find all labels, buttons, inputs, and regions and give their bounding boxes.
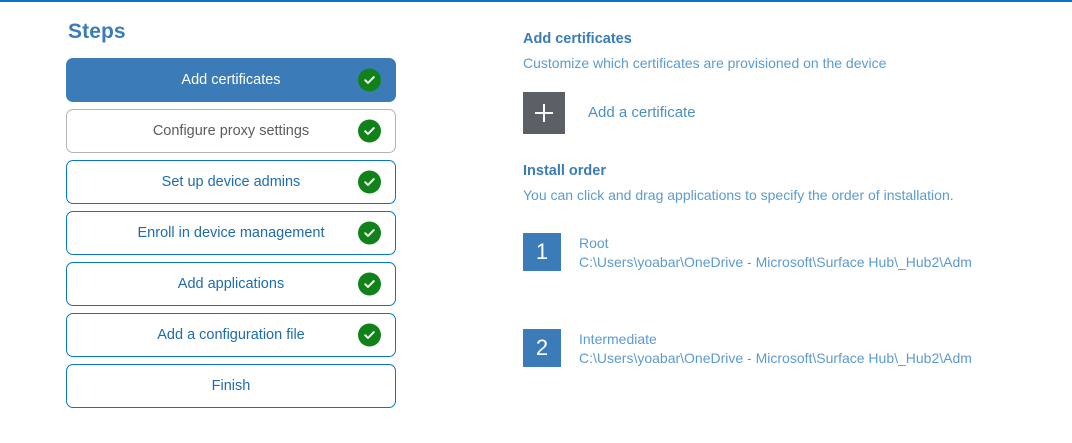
detail-subheading: Customize which certificates are provisi… bbox=[523, 55, 887, 71]
install-order-number: 2 bbox=[523, 329, 561, 367]
step-item-add-a-configuration-file[interactable]: Add a configuration file bbox=[66, 313, 396, 357]
step-item-configure-proxy-settings[interactable]: Configure proxy settings bbox=[66, 109, 396, 153]
add-certificate-row: Add a certificate bbox=[523, 92, 1053, 134]
check-icon bbox=[358, 272, 381, 296]
check-icon bbox=[358, 68, 381, 92]
install-order-subheading: You can click and drag applications to s… bbox=[523, 187, 954, 203]
install-order-path: C:\Users\yoabar\OneDrive - Microsoft\Sur… bbox=[579, 254, 972, 270]
step-item-label: Add certificates bbox=[181, 72, 281, 88]
add-certificate-link[interactable]: Add a certificate bbox=[588, 104, 696, 121]
step-item-label: Enroll in device management bbox=[137, 225, 325, 241]
step-item-label: Configure proxy settings bbox=[152, 123, 310, 139]
check-icon bbox=[358, 170, 381, 194]
install-order-number: 1 bbox=[523, 233, 561, 271]
detail-heading: Add certificates bbox=[523, 31, 632, 47]
step-item-label: Add applications bbox=[177, 276, 285, 292]
install-order-name: Intermediate bbox=[579, 331, 657, 347]
install-order-block: Install order You can click and drag app… bbox=[523, 162, 1053, 205]
step-item-set-up-device-admins[interactable]: Set up device admins bbox=[66, 160, 396, 204]
step-item-add-certificates[interactable]: Add certificates bbox=[66, 58, 396, 102]
install-order-path: C:\Users\yoabar\OneDrive - Microsoft\Sur… bbox=[579, 350, 972, 366]
install-order-heading: Install order bbox=[523, 163, 606, 179]
step-item-label: Add a configuration file bbox=[157, 327, 305, 343]
step-item-label: Set up device admins bbox=[161, 174, 301, 190]
steps-title: Steps bbox=[68, 20, 126, 43]
top-accent-rule bbox=[0, 0, 1072, 2]
step-item-enroll-in-device-management[interactable]: Enroll in device management bbox=[66, 211, 396, 255]
step-item-add-applications[interactable]: Add applications bbox=[66, 262, 396, 306]
detail-panel: Add certificates Customize which certifi… bbox=[523, 30, 1053, 425]
check-icon bbox=[358, 323, 381, 347]
check-icon bbox=[358, 119, 381, 143]
step-item-finish[interactable]: Finish bbox=[66, 364, 396, 408]
install-order-name: Root bbox=[579, 235, 609, 251]
check-icon bbox=[358, 221, 381, 245]
step-item-label: Finish bbox=[211, 378, 251, 394]
plus-icon[interactable] bbox=[523, 92, 565, 134]
